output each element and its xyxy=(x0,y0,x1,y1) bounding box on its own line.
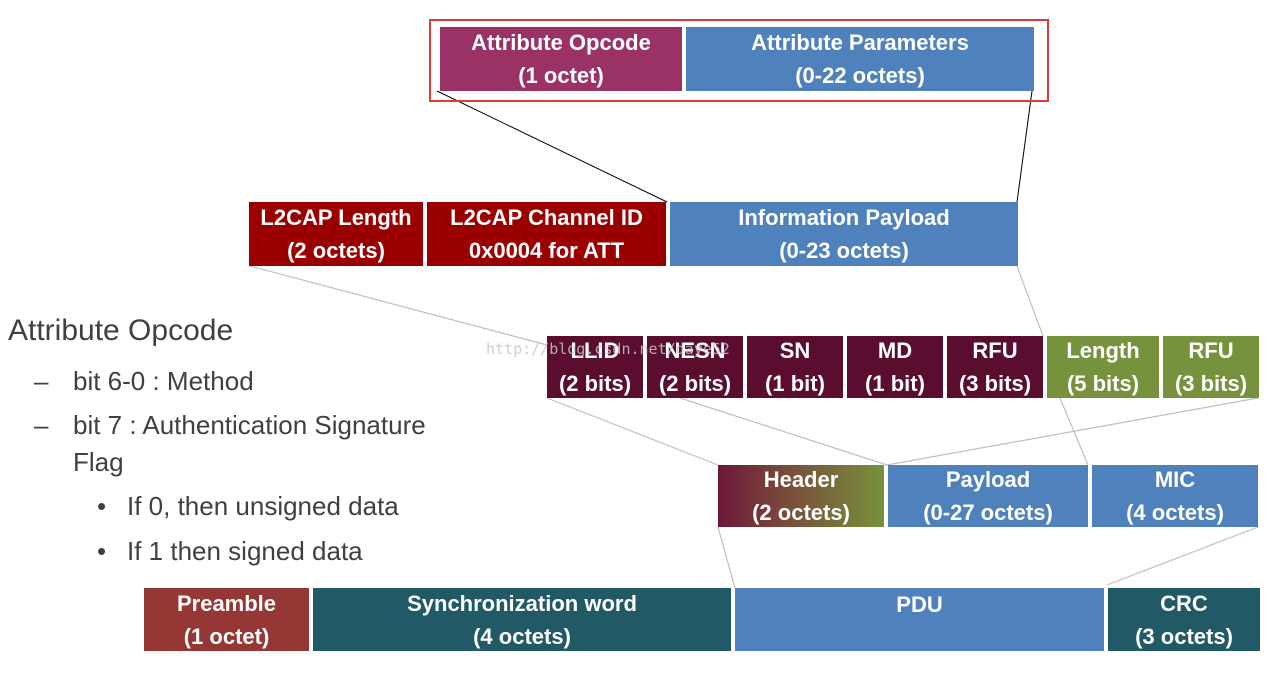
rfu-field: RFU (3 bits) xyxy=(947,336,1043,398)
field-size: (0-27 octets) xyxy=(923,500,1053,525)
connector-line xyxy=(1016,265,1044,337)
field-label: L2CAP Length xyxy=(260,205,412,230)
field-size: (4 octets) xyxy=(473,623,571,649)
sn-field: SN (1 bit) xyxy=(747,336,843,398)
list-item: bit 7 : Authentication Signature xyxy=(73,410,426,440)
nesn-field: NESN (2 bits) xyxy=(647,336,743,398)
l2cap-length-field: L2CAP Length (2 octets) xyxy=(249,202,423,266)
field-size: (2 bits) xyxy=(658,371,732,396)
field-size: (2 octets) xyxy=(287,238,385,263)
l2cap-channel-id-field: L2CAP Channel ID 0x0004 for ATT xyxy=(427,202,666,266)
field-size: (2 bits) xyxy=(558,371,632,396)
connector-line xyxy=(249,265,548,346)
field-label: RFU xyxy=(1188,338,1234,363)
list-item-continuation: Flag xyxy=(73,447,124,477)
field-label: Preamble xyxy=(176,590,277,616)
connector-line xyxy=(1106,526,1259,586)
bullet-item: If 1 then signed data xyxy=(127,536,363,566)
sync-word-field: Synchronization word (4 octets) xyxy=(313,588,731,651)
field-label: SN xyxy=(779,338,811,363)
field-label: PDU xyxy=(896,592,943,617)
field-size: (0-22 octets) xyxy=(795,63,925,88)
field-size: (1 bit) xyxy=(765,371,825,396)
field-size: 0x0004 for ATT xyxy=(468,238,625,263)
field-label: L2CAP Channel ID xyxy=(450,205,643,230)
mic-field: MIC (4 octets) xyxy=(1092,465,1258,527)
bullet-marker: • xyxy=(97,491,107,521)
field-size: (1 octet) xyxy=(183,623,270,649)
list-item: bit 6-0 : Method xyxy=(73,366,254,396)
field-size: (0-23 octets) xyxy=(779,238,909,263)
length-field: Length (5 bits) xyxy=(1047,336,1159,398)
connector-line xyxy=(1059,397,1089,466)
crc-field: CRC (3 octets) xyxy=(1108,588,1260,651)
field-label: CRC xyxy=(1160,590,1208,616)
pdu-payload-field: Payload (0-27 octets) xyxy=(888,465,1088,527)
field-label: RFU xyxy=(972,338,1018,363)
rfu-field: RFU (3 bits) xyxy=(1163,336,1259,398)
field-label: Payload xyxy=(945,467,1031,492)
information-payload-field: Information Payload (0-23 octets) xyxy=(670,202,1018,266)
connector-line xyxy=(679,397,888,466)
bullet-item: If 0, then unsigned data xyxy=(127,491,399,521)
connector-line xyxy=(546,397,719,466)
field-size: (3 bits) xyxy=(958,371,1032,396)
attribute-opcode-field: Attribute Opcode (1 octet) xyxy=(440,27,682,91)
field-label: Attribute Parameters xyxy=(751,30,969,55)
field-size: (2 octets) xyxy=(752,500,850,525)
field-size: (3 bits) xyxy=(1174,371,1248,396)
field-label: Attribute Opcode xyxy=(471,30,651,55)
field-size: (5 bits) xyxy=(1066,371,1140,396)
connector-line xyxy=(436,90,668,203)
field-size: (4 octets) xyxy=(1126,500,1224,525)
md-field: MD (1 bit) xyxy=(847,336,943,398)
field-label: MD xyxy=(877,338,913,363)
connector-line xyxy=(1016,90,1033,203)
field-size: (3 octets) xyxy=(1135,623,1233,649)
watermark: http://blog.csdn.net/daye52 xyxy=(486,340,730,358)
attribute-parameters-field: Attribute Parameters (0-22 octets) xyxy=(686,27,1034,91)
list-marker: – xyxy=(34,410,49,440)
notes-title: Attribute Opcode xyxy=(8,314,234,347)
field-size: (1 octet) xyxy=(518,63,604,88)
field-label: MIC xyxy=(1154,467,1196,492)
list-marker: – xyxy=(34,366,49,396)
field-label: NESN xyxy=(664,338,726,363)
field-size: (1 bit) xyxy=(865,371,925,396)
field-label: LLID xyxy=(570,338,620,363)
connector-line xyxy=(886,397,1259,466)
field-label: Header xyxy=(763,467,839,492)
preamble-field: Preamble (1 octet) xyxy=(144,588,309,651)
pdu-header-field: Header (2 octets) xyxy=(718,465,884,527)
bullet-marker: • xyxy=(97,536,107,566)
field-label: Information Payload xyxy=(738,205,950,230)
highlight-frame xyxy=(429,19,1049,102)
connector-line xyxy=(717,526,736,589)
field-label: Length xyxy=(1066,338,1140,363)
llid-field: LLID (2 bits) xyxy=(547,336,643,398)
field-label: Synchronization word xyxy=(407,590,637,616)
pdu-field: PDU xyxy=(735,588,1104,651)
